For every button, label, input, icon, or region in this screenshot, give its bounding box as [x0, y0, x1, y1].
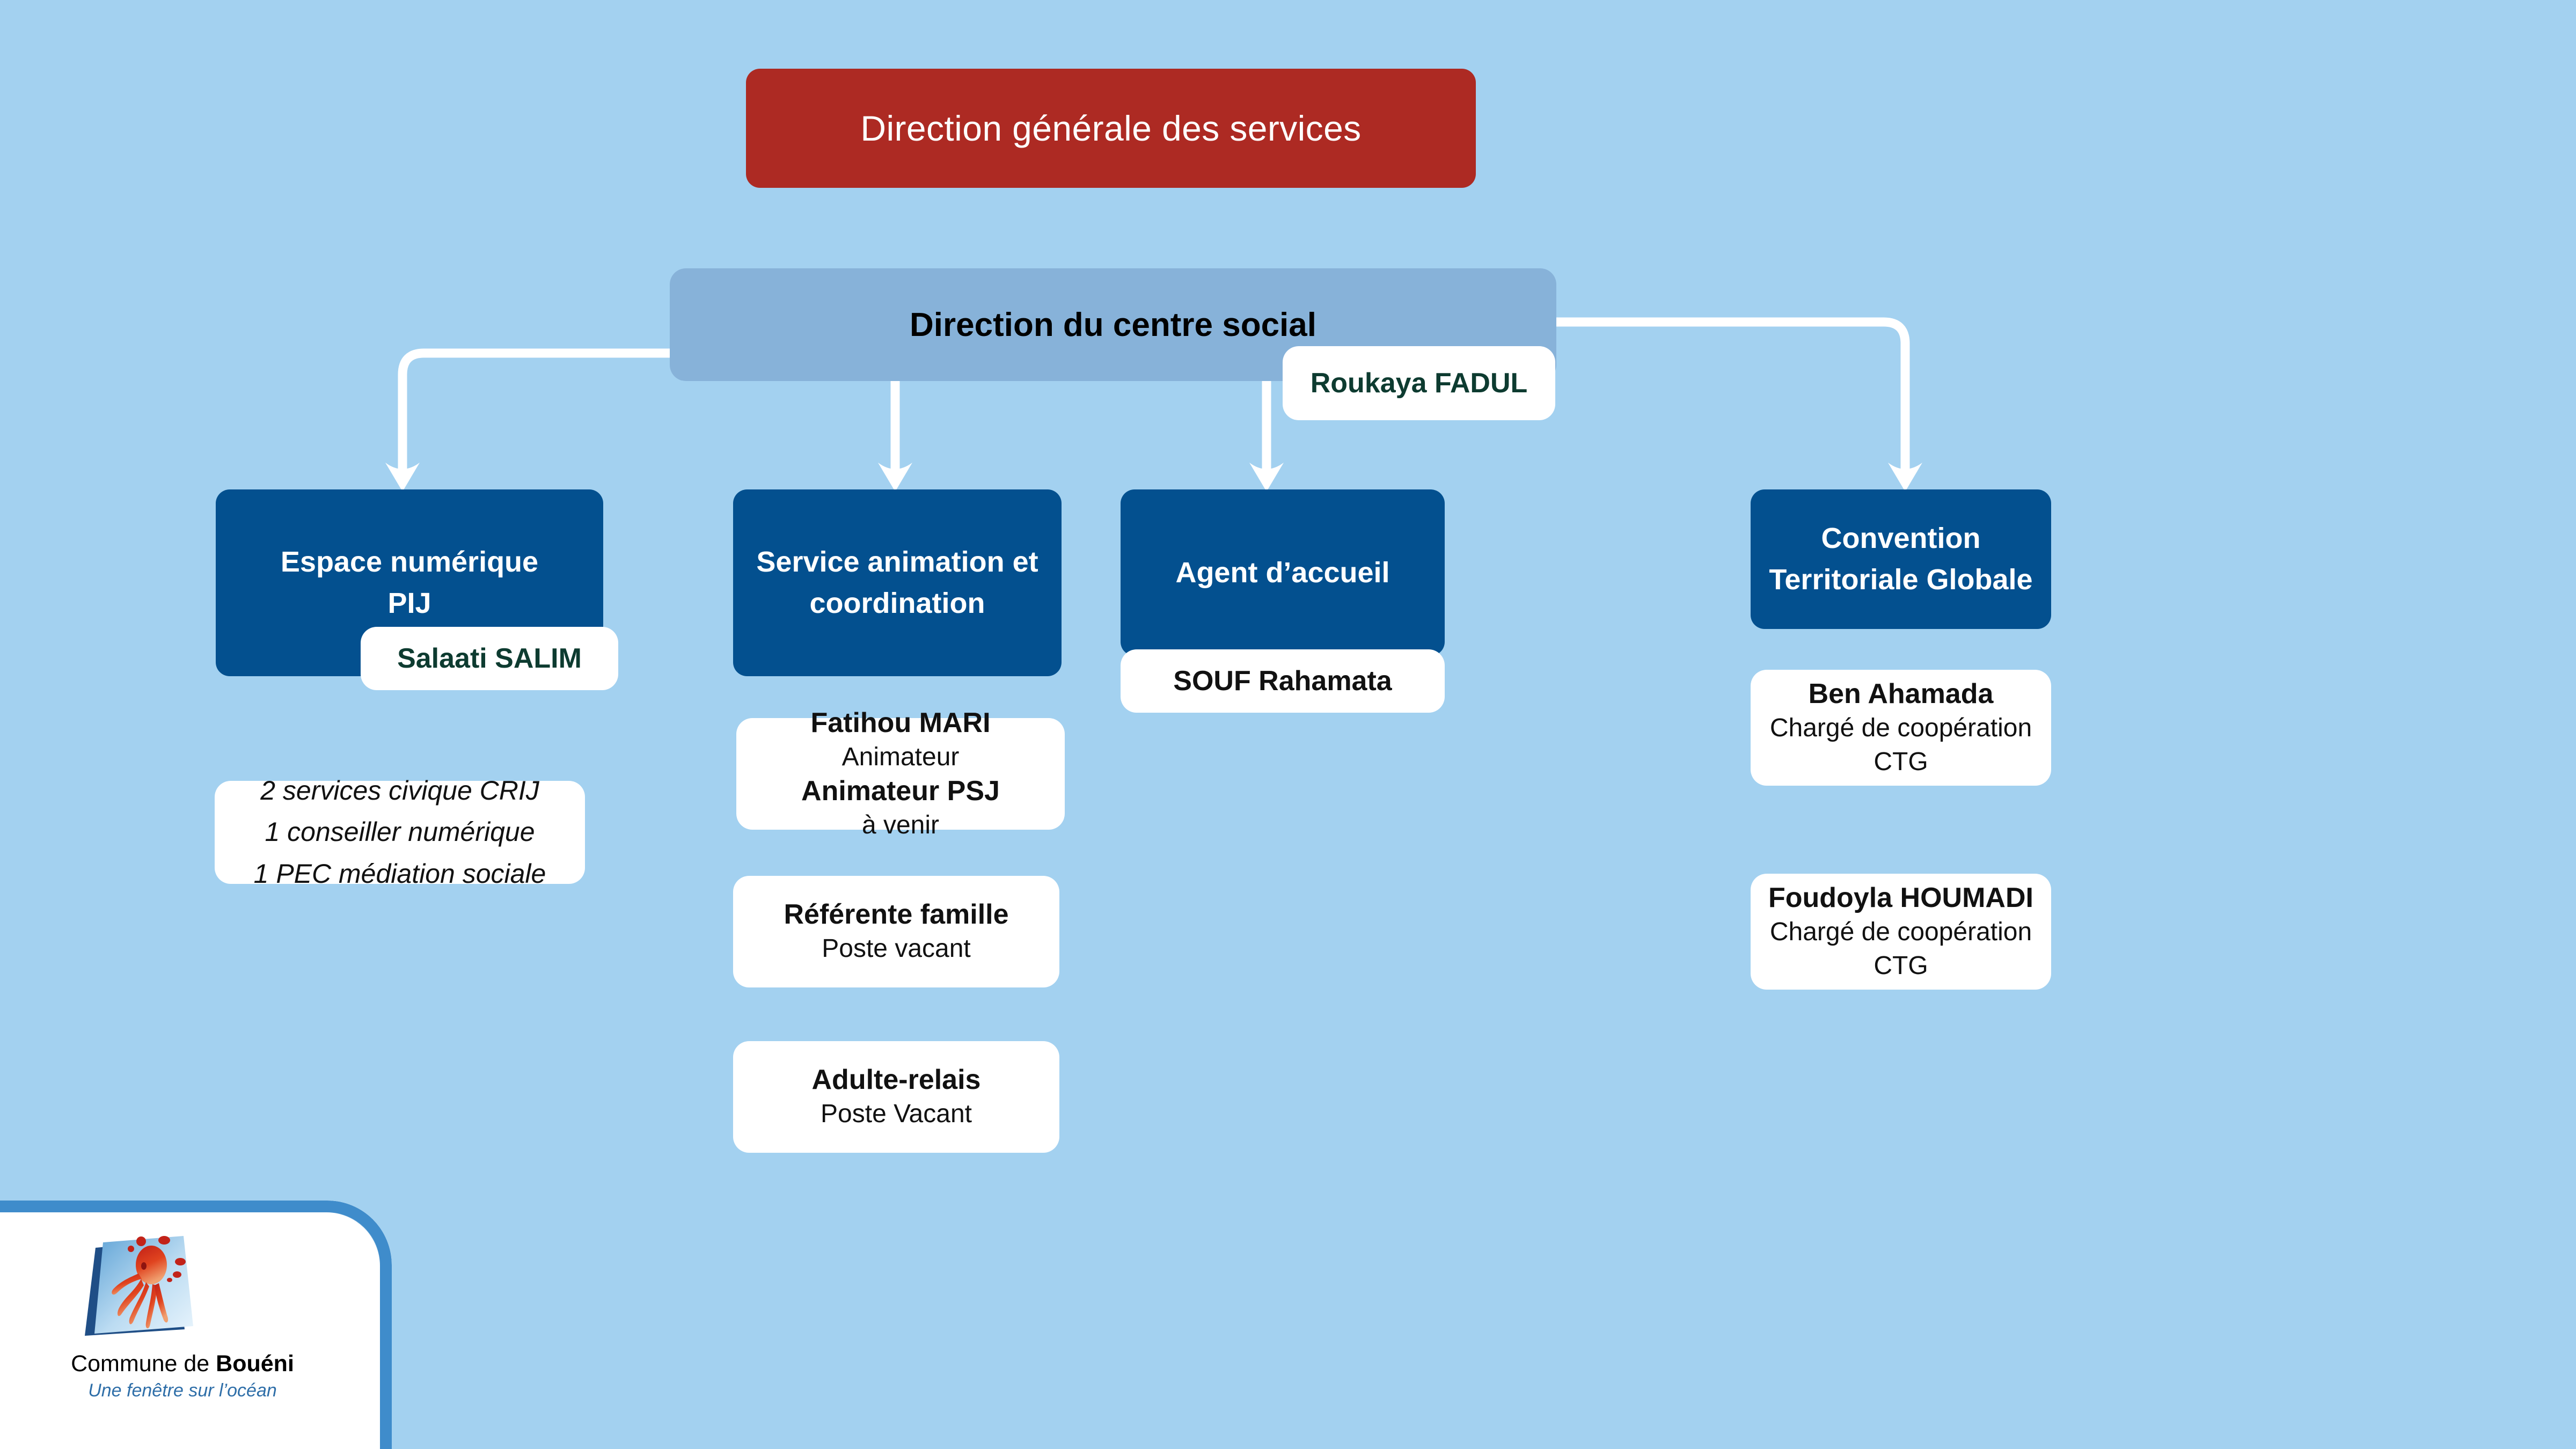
node-label-line2: PIJ	[387, 587, 431, 619]
node-direction-generale-des-services[interactable]: Direction générale des services	[746, 69, 1476, 188]
staff-name: Référente famille	[784, 899, 1009, 931]
logo-prefix: Commune de	[71, 1351, 216, 1377]
card-adulte-relais[interactable]: Adulte-relais Poste Vacant	[733, 1041, 1059, 1153]
staff-role-line2: CTG	[1874, 951, 1928, 980]
connector-to-agent-accueil	[1249, 376, 1284, 492]
logo-town-name: Bouéni	[216, 1351, 294, 1377]
holder-name: Roukaya FADUL	[1310, 367, 1528, 399]
logo-wordmark: Commune de Bouéni Une fenêtre sur l’océa…	[0, 1351, 365, 1401]
staff-role-line1: Chargé de coopération	[1769, 918, 2032, 947]
chip-holder-roukaya-fadul[interactable]: Roukaya FADUL	[1283, 346, 1555, 420]
node-label-line1: Convention	[1821, 522, 1981, 555]
card-animateur[interactable]: Fatihou MARI Animateur Animateur PSJ à v…	[736, 707, 1065, 839]
staff-role: Poste Vacant	[821, 1100, 972, 1129]
node-label: Direction du centre social	[910, 306, 1316, 343]
staff-name: Ben Ahamada	[1808, 678, 1994, 710]
node-label-line2: coordination	[809, 587, 985, 619]
node-direction-du-centre-social[interactable]: Direction du centre social	[670, 268, 1556, 381]
staff-role-2: à venir	[861, 811, 940, 839]
staff-line-2: 1 conseiller numérique	[265, 817, 535, 847]
logo-panel: Commune de Bouéni Une fenêtre sur l’océa…	[0, 1201, 392, 1449]
octopus-logo-icon	[70, 1228, 258, 1346]
card-foudoyla-houmadi[interactable]: Foudoyla HOUMADI Chargé de coopération C…	[1751, 874, 2051, 990]
staff-name: Fatihou MARI	[810, 707, 991, 738]
card-pij-staff[interactable]: 2 services civique CRIJ 1 conseiller num…	[215, 775, 585, 889]
node-service-animation-coordination[interactable]: Service animation et coordination	[733, 489, 1062, 676]
node-agent-accueil[interactable]: Agent d’accueil	[1121, 489, 1445, 656]
staff-name: Foudoyla HOUMADI	[1768, 882, 2033, 914]
node-label-line1: Espace numérique	[280, 546, 539, 579]
chip-holder-souf-rahamata[interactable]: SOUF Rahamata	[1121, 649, 1445, 713]
logo-tagline: Une fenêtre sur l’océan	[88, 1380, 277, 1401]
chip-holder-salaati-salim[interactable]: Salaati SALIM	[361, 627, 618, 690]
node-label: Direction générale des services	[860, 108, 1362, 148]
node-label-line2: Territoriale Globale	[1769, 564, 2033, 596]
staff-role: Animateur	[841, 742, 960, 771]
card-ben-ahamada[interactable]: Ben Ahamada Chargé de coopération CTG	[1751, 670, 2051, 786]
connector-to-service-animation	[878, 376, 912, 492]
staff-name-2: Animateur PSJ	[801, 775, 1000, 807]
staff-role-line1: Chargé de coopération	[1769, 714, 2032, 743]
staff-line-1: 2 services civique CRIJ	[260, 775, 539, 806]
staff-role: Poste vacant	[822, 934, 971, 963]
connector-to-espace-numerique	[385, 348, 675, 492]
connector-to-ctg	[1552, 317, 1922, 492]
staff-name: Adulte-relais	[811, 1064, 981, 1096]
staff-role-line2: CTG	[1874, 747, 1928, 776]
node-label: Agent d’accueil	[1175, 556, 1390, 589]
logo-inner-white: Commune de Bouéni Une fenêtre sur l’océa…	[0, 1212, 380, 1449]
holder-name: Salaati SALIM	[397, 642, 582, 674]
node-label-line1: Service animation et	[756, 546, 1038, 579]
holder-name: SOUF Rahamata	[1173, 665, 1392, 697]
node-convention-territoriale-globale[interactable]: Convention Territoriale Globale	[1751, 489, 2051, 629]
card-referente-famille[interactable]: Référente famille Poste vacant	[733, 876, 1059, 987]
logo-commune-line: Commune de Bouéni	[0, 1351, 365, 1377]
staff-line-3: 1 PEC médiation sociale	[253, 858, 546, 889]
